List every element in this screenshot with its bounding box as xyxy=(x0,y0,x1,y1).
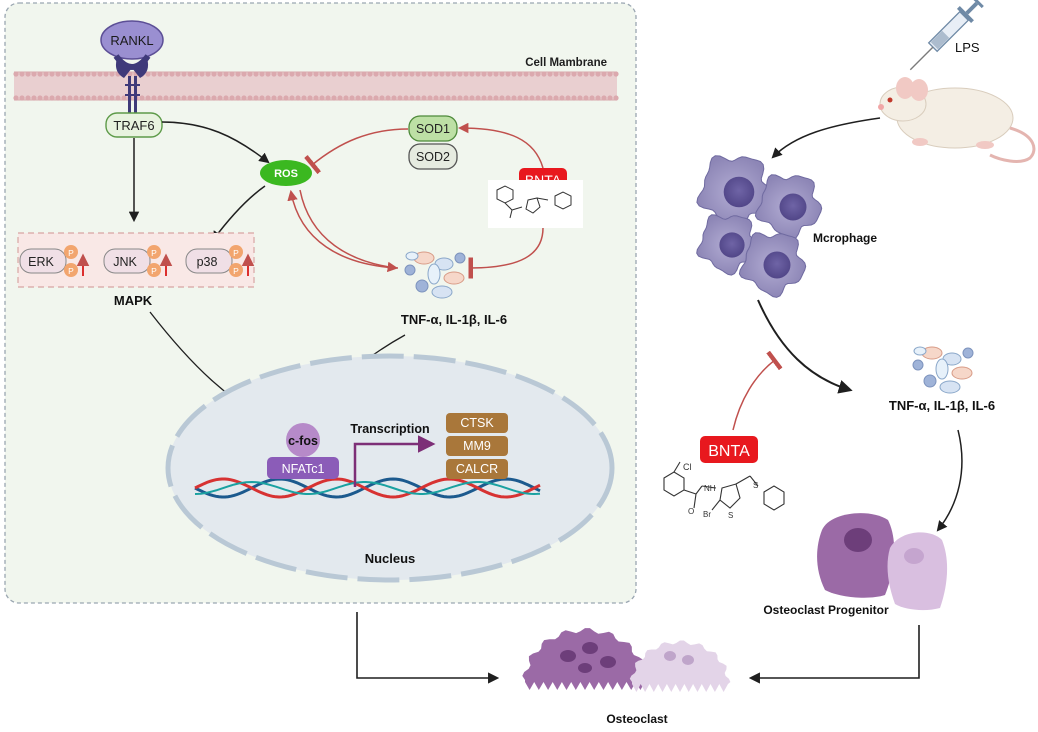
arrow-cell-osteoclast xyxy=(356,612,500,684)
rankl-label: RANKL xyxy=(110,33,153,48)
sod1-label: SOD1 xyxy=(416,122,450,136)
cfos-node: c-fos xyxy=(286,423,320,457)
erk-node: ERK xyxy=(19,248,67,274)
ros-label: ROS xyxy=(274,168,298,180)
nucleus-label: Nucleus xyxy=(365,551,416,566)
transcription-arrow xyxy=(353,435,436,487)
cfos-label: c-fos xyxy=(288,434,318,448)
bnta-badge-right: BNTA xyxy=(700,436,758,463)
arrow-cytokines-progenitor xyxy=(936,429,963,532)
nucleus xyxy=(165,353,615,583)
svg-text:P: P xyxy=(151,248,157,258)
svg-text:P: P xyxy=(233,248,239,258)
mouse-icon xyxy=(878,77,1036,163)
mapk-label: MAPK xyxy=(114,293,153,308)
progenitor-label: Osteoclast Progenitor xyxy=(763,603,889,617)
svg-text:CALCR: CALCR xyxy=(456,462,498,476)
svg-text:P: P xyxy=(68,266,74,276)
phospho-erk: P P xyxy=(64,245,90,277)
erk-label: ERK xyxy=(28,255,54,269)
jnk-label: JNK xyxy=(113,255,137,269)
phospho-jnk: P P xyxy=(147,245,173,277)
bnta-struct-atom: Cl xyxy=(683,462,692,472)
bnta-label-right: BNTA xyxy=(708,443,750,460)
bnta-struct-atom: O xyxy=(688,507,694,516)
arrow-bnta-sod1 xyxy=(457,122,544,169)
membrane-label: Cell Mambrane xyxy=(525,57,607,69)
nfatc1-node: NFATc1 xyxy=(267,457,339,479)
nfatc1-label: NFATc1 xyxy=(282,462,325,476)
ros-node: ROS xyxy=(260,160,312,186)
jnk-node: JNK xyxy=(103,248,151,274)
rankl-ligand: RANKL xyxy=(100,20,164,60)
sod1-node: SOD1 xyxy=(408,115,458,142)
bnta-struct-atom: S xyxy=(753,481,758,490)
gene-mm9: MM9 xyxy=(446,436,508,456)
rank-receptor xyxy=(113,54,151,114)
bnta-struct-atom: Br xyxy=(703,510,711,519)
bnta-structure-cell xyxy=(488,180,583,228)
arrow-cytokines-ros xyxy=(287,189,399,269)
p38-label: p38 xyxy=(197,255,218,269)
sod2-node: SOD2 xyxy=(408,143,458,170)
bnta-struct-atom: NH xyxy=(704,484,716,493)
arrow-progenitor-osteoclast xyxy=(748,625,920,684)
arrow-traf6-ros xyxy=(161,121,270,164)
gene-calcr: CALCR xyxy=(446,459,508,479)
inhibit-sod1-ros xyxy=(304,128,409,175)
svg-text:P: P xyxy=(233,266,239,276)
dna-helix xyxy=(194,477,541,499)
svg-text:P: P xyxy=(151,266,157,276)
arrow-ros-cytokines xyxy=(299,189,399,273)
svg-text:MM9: MM9 xyxy=(463,439,491,453)
bnta-struct-atom: S xyxy=(728,511,733,520)
osteoclast-label: Osteoclast xyxy=(606,712,667,726)
cytokines-label-right: TNF-α, IL-1β, IL-6 xyxy=(889,398,995,413)
macrophage-cluster xyxy=(696,155,823,298)
traf6-node: TRAF6 xyxy=(105,112,163,138)
inhibit-bnta-cytokines xyxy=(468,227,544,279)
cytokines-label-cell: TNF-α, IL-1β, IL-6 xyxy=(401,312,507,327)
svg-text:CTSK: CTSK xyxy=(460,416,494,430)
arrow-mouse-macrophage xyxy=(771,117,881,159)
cytokines-icon-right xyxy=(912,346,974,394)
phospho-p38: P P xyxy=(229,245,255,277)
osteoclast-progenitor-cells xyxy=(817,513,948,611)
lps-label: LPS xyxy=(955,40,980,55)
inhibit-bnta-cytokines-right xyxy=(732,350,783,431)
svg-text:P: P xyxy=(68,248,74,258)
p38-node: p38 xyxy=(185,248,233,274)
osteoclast-cells xyxy=(522,628,731,692)
transcription-label: Transcription xyxy=(350,422,429,436)
syringe-icon xyxy=(909,0,984,71)
gene-ctsk: CTSK xyxy=(446,413,508,433)
macrophage-label: Mcrophage xyxy=(813,231,877,245)
cytokines-icon-cell xyxy=(404,251,466,299)
traf6-label: TRAF6 xyxy=(113,118,154,133)
sod2-label: SOD2 xyxy=(416,150,450,164)
cell-membrane xyxy=(13,71,619,101)
bnta-structure-right xyxy=(663,461,785,511)
arrow-macrophage-cytokines xyxy=(757,299,853,394)
